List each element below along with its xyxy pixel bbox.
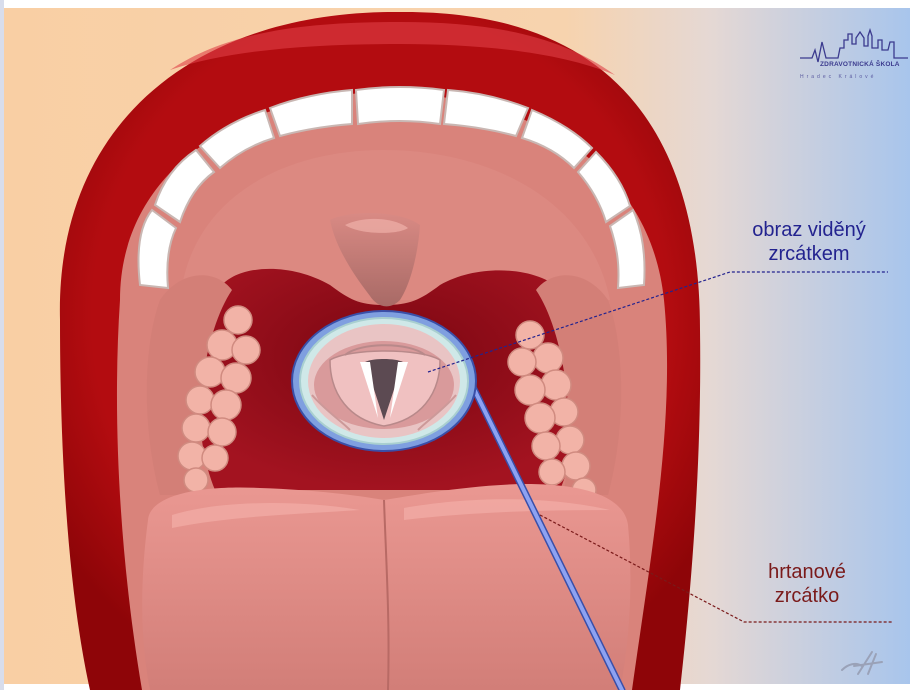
logo-text: ZDRAVOTNICKÁ ŠKOLA (820, 61, 900, 68)
label-mirror-image-line-2: zrcátkem (734, 242, 884, 266)
school-logo: ZDRAVOTNICKÁ ŠKOLA Hradec Králové (798, 28, 910, 90)
label-mirror-image-line-1: obraz viděný (734, 218, 884, 242)
logo-subtext: Hradec Králové (800, 74, 876, 80)
label-laryngeal-mirror-line-2: zrcátko (752, 584, 862, 608)
left-edge-strip (0, 0, 4, 690)
author-signature-icon (838, 648, 888, 678)
label-laryngeal-mirror: hrtanové zrcátko (752, 560, 862, 608)
label-mirror-image: obraz viděný zrcátkem (734, 218, 884, 266)
label-laryngeal-mirror-line-1: hrtanové (752, 560, 862, 584)
